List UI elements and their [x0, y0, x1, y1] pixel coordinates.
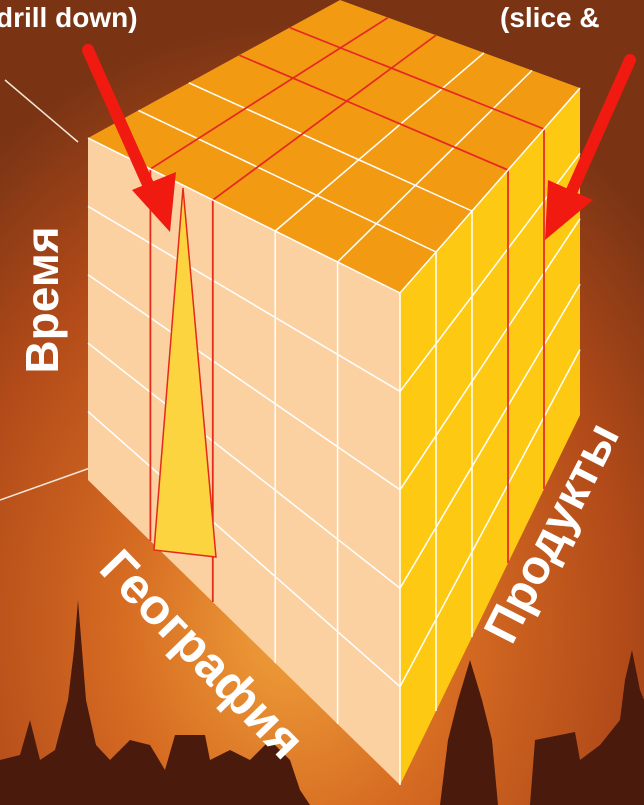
front-grid-line [87, 411, 401, 688]
pointer-line-upper [4, 79, 79, 143]
side-grid-line [399, 218, 581, 491]
top-grid-line [138, 109, 437, 253]
label-top-right: (slice & [500, 2, 600, 33]
top-red-line [149, 16, 389, 170]
top-red-line [238, 54, 509, 171]
axis-label-time: Время [16, 226, 68, 373]
front-grid-line [87, 205, 401, 393]
highlight-lines [149, 16, 545, 602]
top-grid-line [337, 69, 533, 263]
top-grid-line [188, 82, 473, 212]
top-red-line [289, 26, 545, 130]
side-grid-line [399, 349, 581, 687]
side-grid-line [399, 283, 581, 589]
front-grid-line [87, 342, 401, 589]
pointer-line-lower [0, 467, 91, 501]
cube-front-face [88, 138, 400, 785]
top-red-line [212, 34, 437, 201]
arrow-down-right-icon [82, 44, 176, 232]
front-grid-line [87, 274, 401, 491]
arrow-down-left-icon [545, 54, 636, 240]
label-top-left: drill down) [0, 2, 138, 33]
top-grid-line [274, 52, 485, 232]
drill-down-wedge [153, 187, 217, 558]
city-silhouette [0, 600, 644, 805]
cube-top-face [88, 0, 580, 293]
